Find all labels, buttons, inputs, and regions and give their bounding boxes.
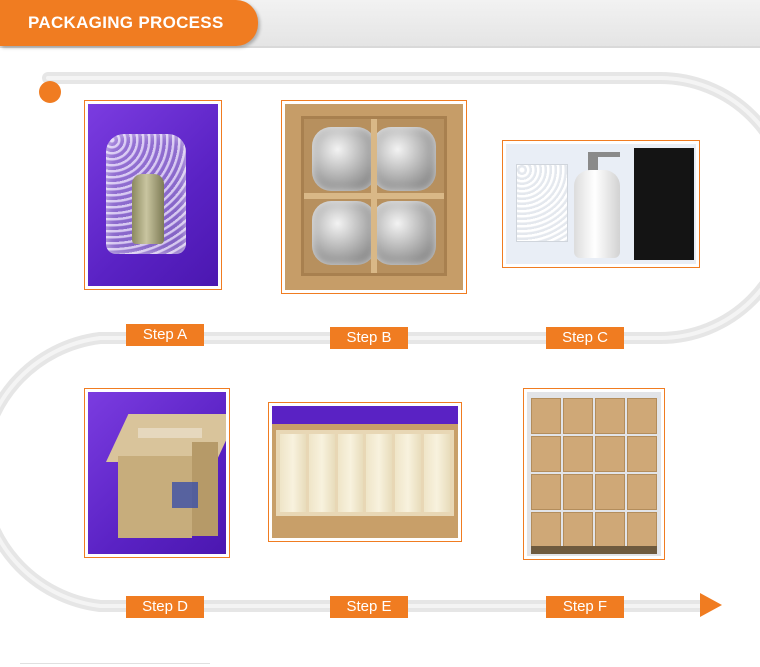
page-title: PACKAGING PROCESS [28,13,224,32]
background-edge [272,406,458,424]
pallet-stack [531,398,657,548]
gift-box [337,434,364,512]
carton [563,512,593,548]
carton [563,474,593,510]
step-a-label: Step A [126,324,204,346]
carton-interior [301,116,447,276]
gift-box [366,434,393,512]
step-c-photo [502,140,700,268]
pump-head [588,152,598,174]
white-bottle [574,170,620,258]
step-d-photo [84,388,230,558]
carton [595,436,625,472]
step-a-photo [84,100,222,290]
carton-divider [304,193,444,199]
carton [627,512,657,548]
step-f-label: Step F [546,596,624,618]
pump-nozzle [594,152,620,157]
carton [627,474,657,510]
carton [531,474,561,510]
footer-divider [20,663,210,664]
soap-dispenser [132,174,164,244]
wrapped-item [312,201,376,265]
gift-box [308,434,335,512]
carton [563,436,593,472]
step-b-label: Step B [330,327,408,349]
carton [563,398,593,434]
carton-interior [276,430,454,516]
flow-arrow-head [700,593,722,617]
step-d-label: Step D [126,596,204,618]
carton [627,398,657,434]
pallet-base [531,546,657,554]
wrapped-item [372,127,436,191]
carton [627,436,657,472]
carton [531,512,561,548]
gift-box [634,148,694,260]
step-e-label: Step E [330,596,408,618]
wrapped-item [372,201,436,265]
packing-tape [138,428,202,438]
bubble-bag [516,164,568,242]
shipping-label [172,482,198,508]
step-c-label: Step C [546,327,624,349]
gift-box [280,434,306,512]
step-b-photo [281,100,467,294]
step-e-photo [268,402,462,542]
flow-start-dot [39,81,61,103]
carton [595,398,625,434]
flow-path-highlight [0,76,760,608]
step-f-photo [523,388,665,560]
carton [531,436,561,472]
carton [531,398,561,434]
wrapped-item [312,127,376,191]
title-tab: PACKAGING PROCESS [0,0,258,46]
gift-box [424,434,450,512]
carton [595,512,625,548]
gift-box [395,434,422,512]
header-divider [0,46,760,48]
carton [595,474,625,510]
